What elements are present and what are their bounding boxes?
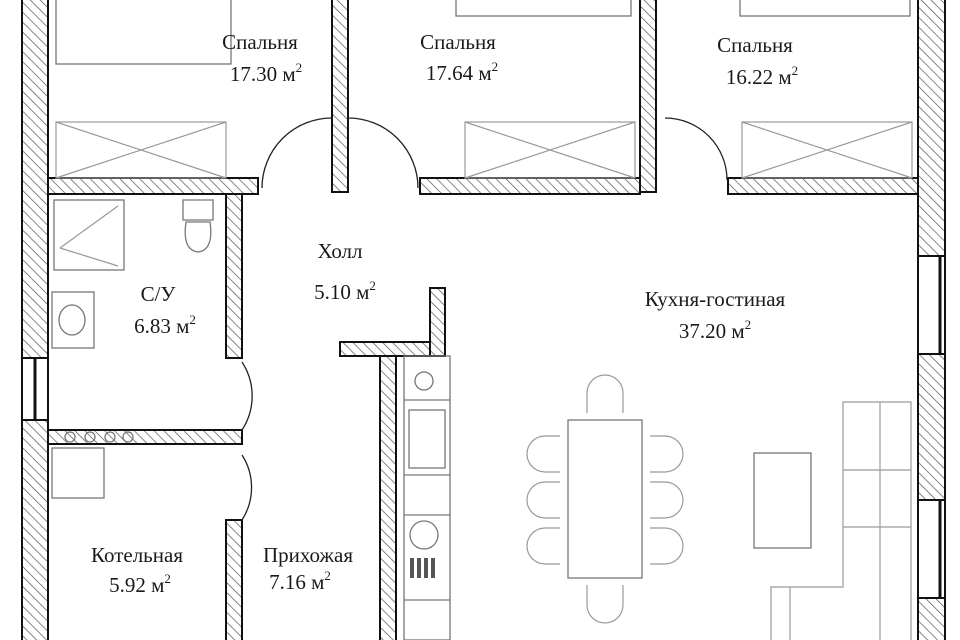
- svg-text:5.10 м2: 5.10 м2: [314, 278, 376, 304]
- door-boiler-room[interactable]: [241, 454, 253, 521]
- svg-text:37.20 м2: 37.20 м2: [679, 317, 751, 343]
- doors: [241, 117, 728, 521]
- svg-text:7.16 м2: 7.16 м2: [269, 568, 331, 594]
- svg-text:5.92 м2: 5.92 м2: [109, 571, 171, 597]
- door-bedroom-2[interactable]: [347, 117, 419, 189]
- door-bedroom-3[interactable]: [664, 117, 728, 181]
- toilet-icon: [182, 199, 214, 253]
- interior-walls: [47, 0, 919, 640]
- bedroom-furniture: [55, 0, 913, 179]
- sofa: [753, 401, 912, 640]
- room-area: 7.16 м: [269, 570, 324, 594]
- svg-text:6.83 м2: 6.83 м2: [134, 312, 196, 338]
- room-name: Спальня: [222, 30, 298, 54]
- room-name: Котельная: [91, 543, 183, 567]
- stove-icon: [408, 409, 446, 469]
- sink-icon: [51, 291, 95, 349]
- coffee-table: [753, 452, 812, 549]
- room-name: Прихожая: [263, 543, 353, 567]
- door-bathroom[interactable]: [241, 361, 253, 431]
- bathroom-fixtures: [51, 199, 214, 499]
- svg-text:17.64 м2: 17.64 м2: [426, 59, 498, 85]
- room-name: С/У: [141, 282, 176, 306]
- room-area: 37.20 м: [679, 319, 745, 343]
- shower-icon: [53, 199, 125, 271]
- svg-text:16.22 м2: 16.22 м2: [726, 63, 798, 89]
- room-area: 5.10 м: [314, 280, 369, 304]
- room-labels: Спальня 17.30 м2 Спальня 17.64 м2 Спальн…: [91, 30, 798, 597]
- dishwasher-icon: [410, 558, 435, 578]
- room-area: 17.30 м: [230, 62, 296, 86]
- room-area: 5.92 м: [109, 573, 164, 597]
- room-name: Кухня-гостиная: [645, 287, 786, 311]
- room-area: 17.64 м: [426, 61, 492, 85]
- room-name: Спальня: [717, 33, 793, 57]
- dining-table: [526, 374, 684, 624]
- room-name: Холл: [317, 239, 362, 263]
- room-area: 16.22 м: [726, 65, 792, 89]
- kitchen-counter: [403, 355, 451, 640]
- exterior-walls: [21, 0, 946, 640]
- radiator-icon: [64, 431, 134, 443]
- sink-kitchen-icon: [409, 520, 439, 550]
- door-bedroom-1[interactable]: [261, 117, 333, 189]
- svg-text:17.30 м2: 17.30 м2: [230, 60, 302, 86]
- room-area: 6.83 м: [134, 314, 189, 338]
- fan-icon: [414, 371, 434, 391]
- room-name: Спальня: [420, 30, 496, 54]
- boiler-icon: [51, 447, 105, 499]
